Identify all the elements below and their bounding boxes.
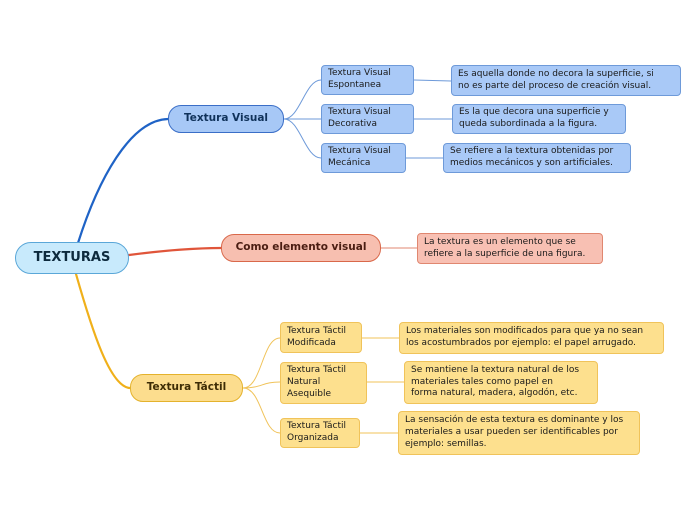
branch-line-tactil [74, 272, 132, 390]
leaf-node-tactil-natural[interactable]: Se mantiene la textura natural de los ma… [404, 361, 598, 404]
sub-line-tactil-3 [242, 387, 281, 434]
leaf-node-visual-decorativa[interactable]: Es la que decora una superficie y queda … [452, 104, 626, 134]
sub-line-tactil-2 [242, 381, 281, 389]
sub-node-tactil-modificada[interactable]: Textura Táctil Modificada [280, 322, 362, 353]
root-node[interactable]: TEXTURAS [15, 242, 129, 274]
leaf-node-tactil-organizada[interactable]: La sensación de esta textura es dominant… [398, 411, 640, 455]
leaf-node-visual-mecanica[interactable]: Se refiere a la textura obtenidas por me… [443, 143, 631, 173]
sub-node-visual-espontanea[interactable]: Textura Visual Espontanea [321, 65, 414, 95]
sub-node-tactil-organizada[interactable]: Textura Táctil Organizada [280, 418, 360, 448]
branch-line-element [127, 246, 223, 257]
branch-line-visual [76, 117, 170, 245]
leaf-node-tactil-modificada[interactable]: Los materiales son modificados para que … [399, 322, 664, 354]
sub-line-tactil-1 [242, 337, 281, 389]
leaf-node-visual-espontanea[interactable]: Es aquella donde no decora la superficie… [451, 65, 681, 96]
sub-line-visual-3 [283, 118, 322, 159]
branch-node-visual[interactable]: Textura Visual [168, 105, 284, 133]
leaf-line-visual-1 [413, 79, 452, 82]
branch-node-element[interactable]: Como elemento visual [221, 234, 381, 262]
branch-node-tactil[interactable]: Textura Táctil [130, 374, 243, 402]
sub-node-visual-decorativa[interactable]: Textura Visual Decorativa [321, 104, 414, 134]
leaf-node-element[interactable]: La textura es un elemento que se refiere… [417, 233, 603, 264]
sub-node-visual-mecanica[interactable]: Textura Visual Mecánica [321, 143, 406, 173]
sub-line-visual-1 [283, 79, 322, 120]
sub-node-tactil-natural[interactable]: Textura Táctil Natural Asequible [280, 362, 367, 404]
